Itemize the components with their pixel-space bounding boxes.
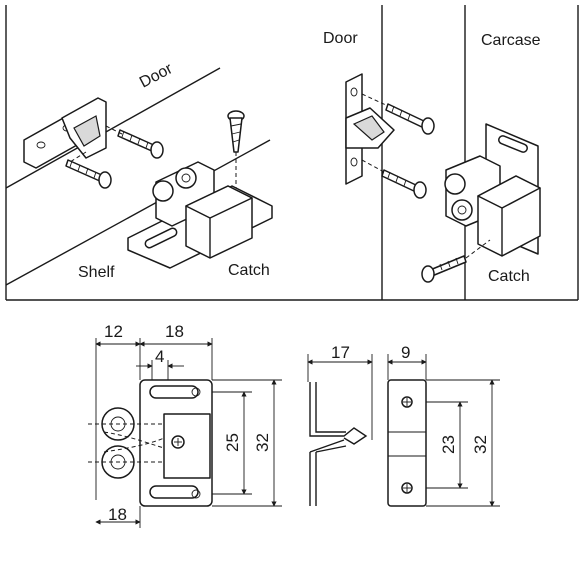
- dim-strike-height: 32: [471, 435, 490, 454]
- dim-side-depth: 17: [331, 343, 350, 362]
- screw-6-icon: [421, 239, 491, 283]
- shelf-label: Shelf: [78, 264, 115, 281]
- catch-front-view: 12 18 4 25 32: [88, 322, 282, 528]
- dim-strike-hole-spacing: 23: [439, 435, 458, 454]
- catch-label-2: Catch: [488, 268, 530, 285]
- carcase-panel: Carcase Catch: [421, 32, 541, 285]
- dim-front-width-body: 18: [165, 322, 184, 341]
- dim-slot-width: 4: [155, 347, 164, 366]
- dim-front-width-overall: 12: [104, 322, 123, 341]
- screw-5-icon: [381, 169, 427, 199]
- door-label-2: Door: [323, 30, 358, 47]
- top-illustration-frame: [5, 5, 579, 301]
- dim-front-hole-spacing: 25: [223, 433, 242, 452]
- door-edge: [5, 67, 221, 189]
- dim-strike-width: 9: [401, 343, 410, 362]
- door-strike-panel: Door: [323, 30, 435, 199]
- carcase-label: Carcase: [481, 32, 541, 49]
- shelf-edge: [5, 139, 271, 286]
- screw-2-icon: [65, 159, 112, 189]
- strike-front-view: 9 23 32: [387, 343, 500, 507]
- screw-3-icon: [227, 110, 245, 200]
- dim-front-base-width: 18: [108, 505, 127, 524]
- roller-catch-illustration: [127, 161, 273, 269]
- catch-label: Catch: [228, 262, 270, 279]
- door-label: Door: [137, 60, 176, 92]
- strike-side-view: 17: [307, 343, 373, 506]
- shelf-mount-panel: Door: [5, 60, 273, 286]
- screw-1-icon: [117, 129, 164, 159]
- dim-front-height: 32: [253, 433, 272, 452]
- strike-plate-illustration: [23, 97, 107, 169]
- screw-4-icon: [385, 103, 435, 135]
